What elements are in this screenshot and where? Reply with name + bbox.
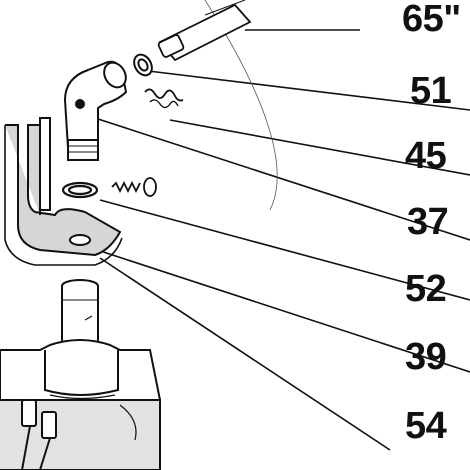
callout-52: 52	[405, 268, 447, 310]
o-ring-part-51	[133, 53, 153, 77]
elbow-part-37	[63, 60, 128, 161]
leader-line-45	[169, 119, 470, 176]
leader-line-37	[94, 117, 470, 241]
callout-65: 65"	[402, 0, 461, 40]
leader-line-54	[99, 257, 391, 451]
callout-39: 39	[405, 336, 447, 378]
spring-part-45	[144, 88, 184, 102]
leader-line-51	[139, 69, 470, 111]
tube-part-65	[157, 0, 252, 62]
guide-line	[204, 0, 278, 211]
callout-37: 37	[407, 201, 449, 243]
screw	[111, 177, 157, 197]
leader-lines	[81, 29, 470, 451]
bracket-part-39	[4, 117, 123, 266]
leader-line-52	[99, 199, 470, 301]
pump-body	[0, 339, 161, 470]
callout-45: 45	[405, 135, 447, 177]
leader-line-39	[81, 244, 470, 373]
callout-51: 51	[410, 70, 452, 112]
washer-part-52	[61, 181, 99, 199]
callout-54: 54	[405, 405, 447, 447]
